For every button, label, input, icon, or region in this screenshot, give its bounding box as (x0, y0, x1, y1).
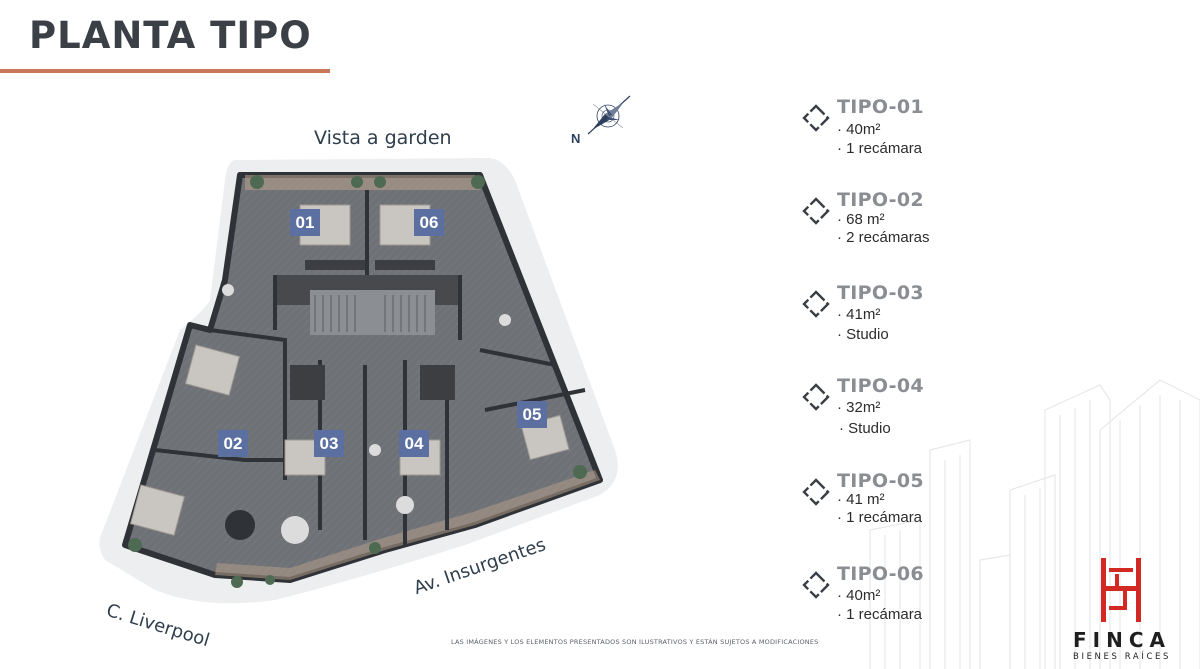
unit-tag-03[interactable]: 03 (314, 430, 344, 457)
legend-area: · 41 m² (837, 491, 885, 508)
north-label: N (571, 131, 581, 146)
compass-icon (587, 95, 631, 135)
legend-rooms: · Studio (837, 326, 889, 343)
title-underline (0, 69, 330, 73)
legend-area: · 40m² (837, 121, 881, 138)
disclaimer-text: LAS IMÁGENES Y LOS ELEMENTOS PRESENTADOS… (451, 638, 819, 646)
legend-area: · 41m² (837, 306, 881, 323)
legend-name: TIPO-05 (837, 470, 924, 492)
view-label: Vista a garden (314, 127, 452, 149)
finca-logo: FINCA BIENES RAÍCES (1068, 556, 1176, 666)
unit-tag-05[interactable]: 05 (517, 401, 547, 428)
legend-area: · 32m² (837, 399, 881, 416)
diamond-outline-icon (802, 104, 830, 132)
legend-name: TIPO-02 (837, 189, 924, 211)
logo-subtitle: BIENES RAÍCES (1073, 652, 1171, 662)
unit-tag-02[interactable]: 02 (218, 430, 248, 457)
finca-logo-mark (1101, 558, 1141, 622)
legend-rooms: · Studio (839, 420, 891, 437)
diamond-outline-icon (802, 383, 830, 411)
unit-tag-06[interactable]: 06 (414, 209, 444, 236)
logo-name: FINCA (1073, 628, 1171, 652)
legend-name: TIPO-01 (837, 96, 924, 118)
legend-rooms: · 1 recámara (837, 606, 923, 623)
diamond-outline-icon (802, 290, 830, 318)
page-title: PLANTA TIPO (29, 14, 312, 57)
legend-rooms: · 1 recámara (837, 140, 923, 157)
legend-name: TIPO-03 (837, 282, 924, 304)
diamond-outline-icon (802, 478, 830, 506)
legend-area: · 40m² (837, 587, 881, 604)
unit-tag-04[interactable]: 04 (399, 430, 429, 457)
legend-area: · 68 m² (837, 211, 885, 228)
floor-plan (99, 158, 618, 604)
diamond-outline-icon (802, 571, 830, 599)
diamond-outline-icon (802, 197, 830, 225)
legend-rooms: · 1 recámara (837, 509, 923, 526)
skyline-illustration (869, 379, 1200, 669)
legend-rooms: · 2 recámaras (837, 229, 930, 246)
unit-tag-01[interactable]: 01 (290, 209, 320, 236)
legend-name: TIPO-04 (837, 375, 924, 397)
legend-name: TIPO-06 (837, 563, 924, 585)
